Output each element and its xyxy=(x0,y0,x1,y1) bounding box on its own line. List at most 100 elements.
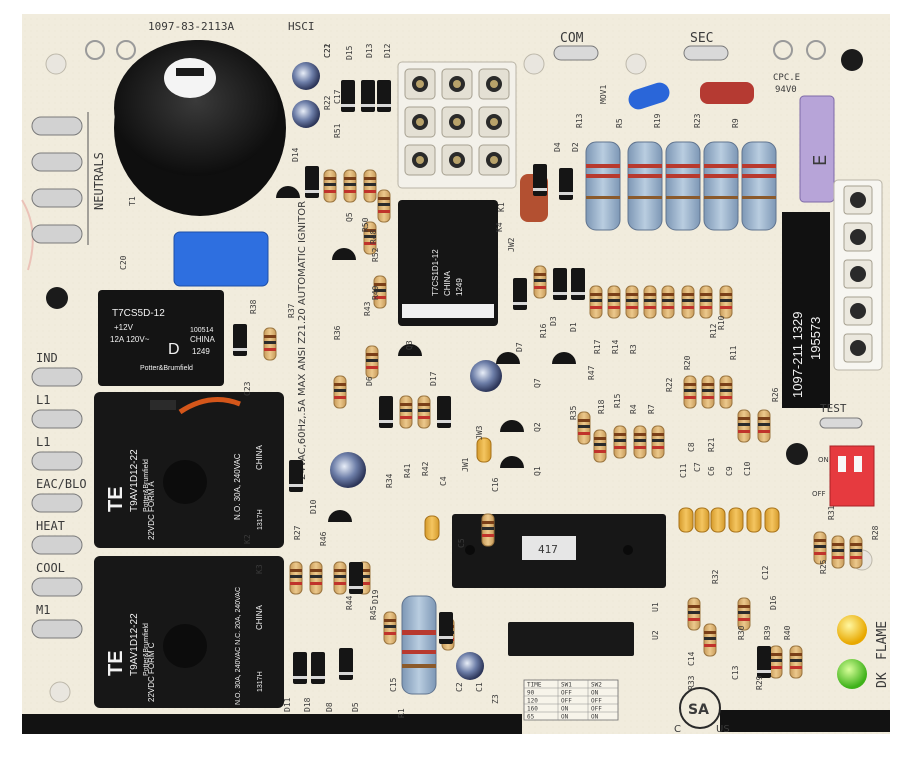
connector-pin xyxy=(850,192,866,208)
terminal-label: M1 xyxy=(36,603,50,617)
diode-band xyxy=(377,104,391,107)
resistor-band xyxy=(366,366,378,369)
refdes-label: C2 xyxy=(455,682,464,692)
diode xyxy=(571,268,585,300)
refdes-label: Q1 xyxy=(533,466,542,476)
refdes-label: C8 xyxy=(687,442,696,452)
diode-band xyxy=(757,670,771,673)
terminal-tab[interactable] xyxy=(31,535,83,555)
mounting-holes xyxy=(45,40,873,703)
refdes-label: R50 xyxy=(361,217,370,232)
resistor-band xyxy=(344,177,356,180)
refdes-label: R45 xyxy=(369,605,378,620)
connector-pin-contact xyxy=(416,118,424,126)
small-resistors xyxy=(263,169,863,679)
nine-pin-connector[interactable] xyxy=(397,61,517,189)
table-cell: 160 xyxy=(527,706,538,713)
resistor-band xyxy=(608,293,620,296)
bottom-strip-right xyxy=(720,710,890,732)
resistor-band xyxy=(720,383,732,386)
terminal-label: EAC/BLO xyxy=(36,477,87,491)
refdes-label: R40 xyxy=(783,625,792,640)
refdes-label: R22 xyxy=(323,95,332,110)
diode xyxy=(305,166,319,198)
resistor-band xyxy=(594,443,606,446)
top-partno: 1097-83-2113A xyxy=(148,20,234,33)
small-relay-letter: D xyxy=(168,341,180,358)
resistor-band xyxy=(310,582,322,585)
diode xyxy=(289,460,303,492)
side-partno-1: 1097-211 1329 xyxy=(790,311,805,398)
refdes-label: K2 xyxy=(243,534,252,544)
resistor-band xyxy=(704,631,716,634)
film-capacitor-c20 xyxy=(173,231,269,287)
resistor-band xyxy=(738,611,750,614)
diode xyxy=(559,168,573,200)
refdes-label: C13 xyxy=(731,665,740,680)
dip-switch[interactable]: ON OFF xyxy=(812,445,875,507)
resistor-band xyxy=(662,299,674,302)
connector-pin-contact xyxy=(490,80,498,88)
terminal-tab[interactable] xyxy=(31,451,83,471)
terminal-label: L1 xyxy=(36,393,50,407)
terminal-tab[interactable] xyxy=(31,409,83,429)
hsci-label: HSCI xyxy=(288,20,315,33)
refdes-label: C22 xyxy=(323,43,332,58)
table-cell: ON xyxy=(591,690,599,697)
ceramic-capacitor xyxy=(678,507,694,533)
refdes-label: R44 xyxy=(345,595,354,610)
relay1-coil: 22VDC FORM A xyxy=(147,481,156,540)
refdes-label: C15 xyxy=(389,677,398,692)
orange-jumper-wire xyxy=(178,397,241,415)
resistor-band xyxy=(358,582,370,585)
resistor-band xyxy=(832,556,844,559)
fuse[interactable]: E xyxy=(799,95,835,203)
resistor-band xyxy=(366,359,378,362)
refdes-label: D7 xyxy=(515,342,524,352)
terminal-tab[interactable] xyxy=(31,619,83,639)
transistors xyxy=(276,186,576,522)
mov-varistor xyxy=(628,82,670,110)
resistor-band xyxy=(378,210,390,213)
resistor-band xyxy=(334,569,346,572)
ceramic-capacitor xyxy=(764,507,780,533)
diode-band xyxy=(289,484,303,487)
diode xyxy=(349,562,363,594)
transistor xyxy=(500,456,524,468)
resistor-band xyxy=(702,389,714,392)
relay2-rating: N.O. 30A, 240VAC N.C. 20A, 240VAC xyxy=(235,587,242,705)
resistor-band xyxy=(738,423,750,426)
resistor-band xyxy=(720,389,732,392)
refdes-label: R46 xyxy=(319,531,328,546)
resistor-band xyxy=(374,283,386,286)
refdes-label: R42 xyxy=(421,461,430,476)
resistor-band xyxy=(608,306,620,309)
refdes-label: D2 xyxy=(571,142,580,152)
terminal-tab[interactable] xyxy=(31,367,83,387)
diode xyxy=(341,80,355,112)
com-terminal[interactable]: COM xyxy=(553,31,599,61)
resistor-band xyxy=(850,556,862,559)
refdes-label: R17 xyxy=(593,339,602,354)
resistor-band xyxy=(652,439,664,442)
refdes-label: R37 xyxy=(287,303,296,318)
right-connector[interactable] xyxy=(833,179,883,371)
resistor-band xyxy=(704,174,738,178)
test-pad[interactable] xyxy=(819,417,863,429)
refdes-label: R51 xyxy=(333,123,342,138)
resistor-band xyxy=(310,569,322,572)
csa-us: US xyxy=(716,724,730,735)
dk-label: DK xyxy=(875,672,890,688)
resistor-band xyxy=(688,605,700,608)
refdes-label: C12 xyxy=(761,565,770,580)
neutral-terminals[interactable] xyxy=(31,116,83,244)
terminal-tab[interactable] xyxy=(31,493,83,513)
terminal-tab[interactable] xyxy=(31,577,83,597)
refdes-label: U2 xyxy=(651,630,660,640)
refdes-label: R11 xyxy=(729,345,738,360)
sec-terminal[interactable]: SEC xyxy=(683,31,729,61)
table-cell: ON xyxy=(561,706,569,713)
power-resistors xyxy=(585,141,777,231)
v94-label: 94V0 xyxy=(775,85,797,95)
